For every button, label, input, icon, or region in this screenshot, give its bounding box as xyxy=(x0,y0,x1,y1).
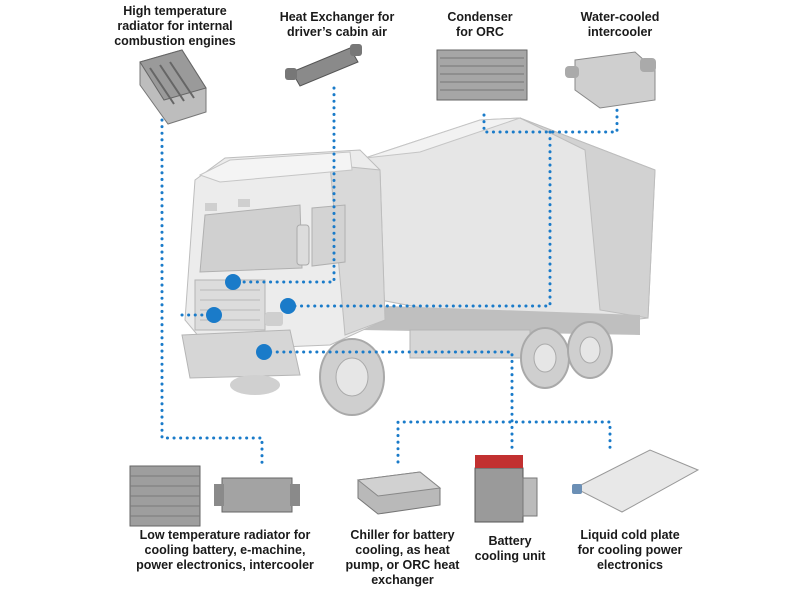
point-bumper xyxy=(256,344,272,360)
cold-plate-image xyxy=(572,449,700,513)
chiller-image xyxy=(356,471,442,515)
water-intercooler-image xyxy=(565,51,656,109)
battery-unit-image xyxy=(474,455,538,523)
label-lt-radiator: Low temperature radiator for cooling bat… xyxy=(136,528,314,572)
point-cabin xyxy=(225,274,241,290)
condenser-image xyxy=(436,49,528,101)
point-grille xyxy=(206,307,222,323)
label-cold-plate: Liquid cold plate for cooling power elec… xyxy=(577,528,683,572)
truck-illustration xyxy=(181,117,656,416)
label-ht-radiator: High temperature radiator for internal c… xyxy=(114,4,236,48)
connector-ht-radiator xyxy=(160,118,264,466)
connector-heat-exchanger xyxy=(236,86,336,284)
label-chiller: Chiller for battery cooling, as heat pum… xyxy=(345,528,460,587)
label-heat-exchanger: Heat Exchanger for driver’s cabin air xyxy=(279,10,395,39)
label-condenser: Condenser for ORC xyxy=(447,10,513,39)
connection-points xyxy=(206,274,296,360)
label-water-intercooler: Water-cooled intercooler xyxy=(580,10,660,39)
connector-battery xyxy=(396,420,612,464)
label-battery-unit: Battery cooling unit xyxy=(474,534,546,563)
heat-exchanger-image xyxy=(285,44,362,87)
lt-radiator-image xyxy=(129,465,201,527)
connector-bumper xyxy=(262,350,514,454)
connector-cargo xyxy=(288,130,552,308)
intercooler-image xyxy=(214,477,300,513)
point-cab-side xyxy=(280,298,296,314)
ht-radiator-image xyxy=(139,49,207,125)
